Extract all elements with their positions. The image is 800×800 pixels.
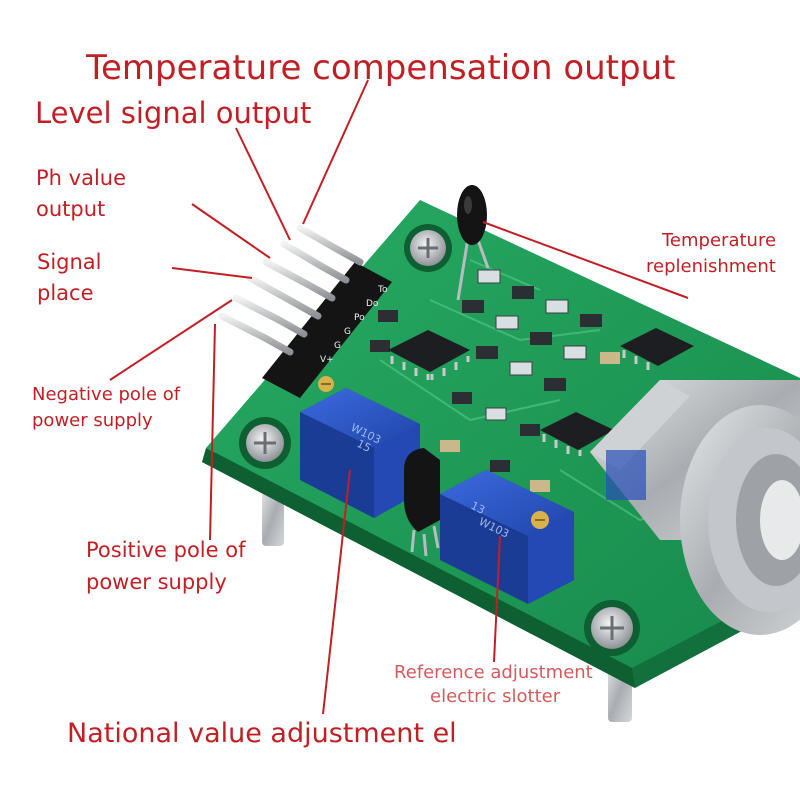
trimmer-marking: 15 [355, 437, 373, 455]
label-temperature-replenishment-line1: Temperature [662, 230, 777, 251]
label-signal-place-line1: Signal [37, 250, 102, 274]
pin-label: To [377, 285, 388, 295]
pin-label: G [334, 341, 341, 351]
label-national-value-adjustment: National value adjustment elec [67, 718, 455, 749]
label-positive-pole-line1: Positive pole of [86, 538, 246, 562]
thermistor [456, 185, 490, 301]
pin-label: Po [354, 313, 365, 323]
pin-label: Do [366, 299, 379, 309]
transistor [404, 448, 440, 557]
callout-lines [109, 79, 689, 715]
label-ph-value-output-line2: output [36, 197, 106, 221]
trimmer-marking: 13 [469, 499, 487, 517]
bnc-connector [590, 380, 800, 635]
label-positive-pole-line2: power supply [86, 570, 227, 594]
label-reference-adjustment-line1: Reference adjustment [394, 662, 593, 683]
label-signal-place-line2: place [37, 281, 94, 305]
label-temperature-replenishment-line2: replenishment [646, 256, 776, 277]
pin-label: V+ [320, 355, 334, 365]
smd-components [370, 269, 620, 492]
label-level-signal-output: Level signal output [35, 96, 312, 130]
label-negative-pole-line1: Negative pole of [32, 384, 181, 405]
potentiometer-left: W103 15 [300, 376, 420, 518]
ic-chips [388, 328, 694, 456]
header-pins [218, 224, 392, 398]
pin-label: G [344, 327, 351, 337]
label-reference-adjustment-line2: electric slotter [430, 686, 561, 707]
label-negative-pole-line2: power supply [32, 410, 153, 431]
label-temperature-compensation-output: Temperature compensation output [86, 48, 676, 88]
potentiometer-right: 13 W103 [440, 470, 574, 604]
pin-labels: To Do Po G G V+ [320, 285, 388, 365]
label-ph-value-output-line1: Ph value [36, 166, 127, 190]
